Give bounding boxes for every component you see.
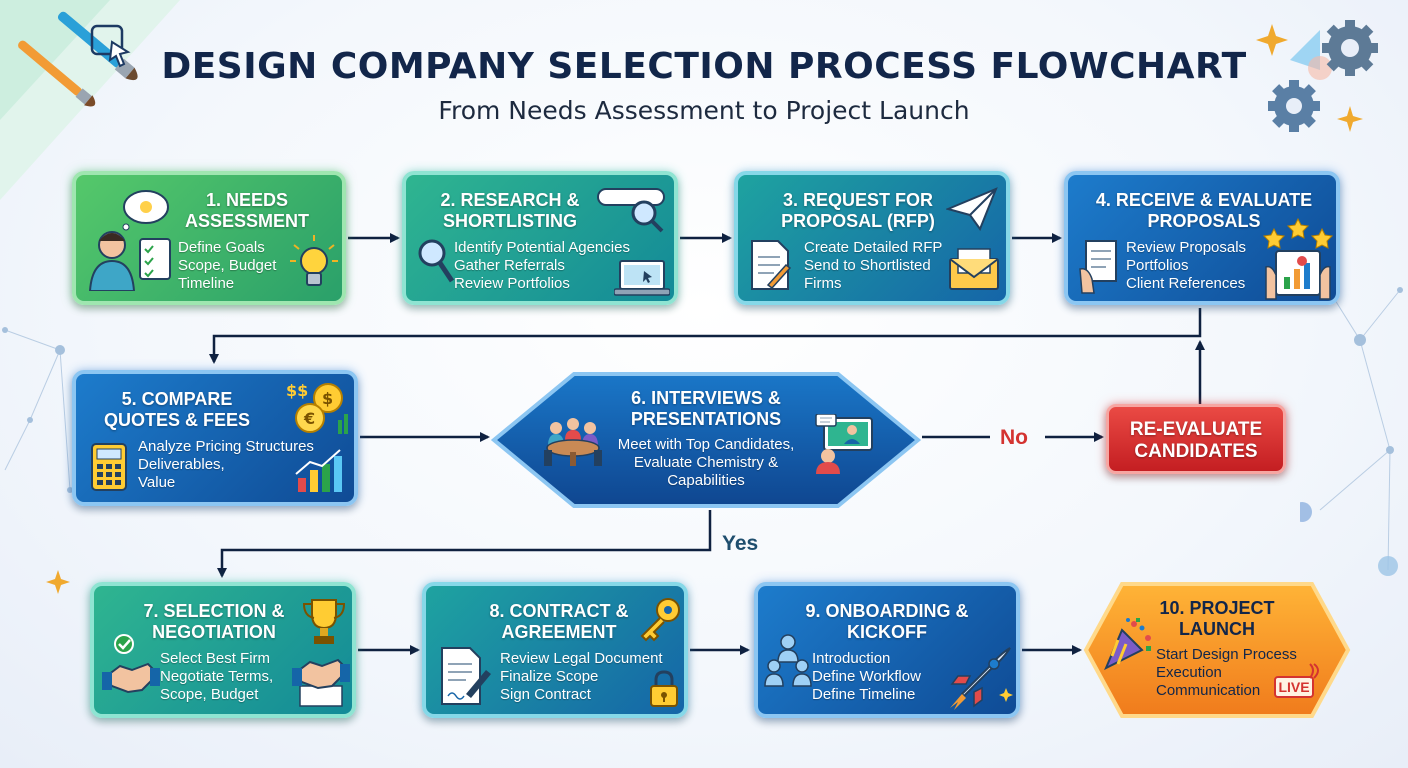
document-icon [751, 240, 792, 290]
step-title: 4. RECEIVE & EVALUATE PROPOSALS [1095, 190, 1313, 231]
broadcast-icon [1309, 663, 1319, 679]
coins-icon: $$ $ € [286, 381, 348, 434]
paintbrush-icon [0, 0, 180, 200]
gears-icon [1256, 20, 1378, 132]
search-bar-icon [597, 188, 665, 233]
svg-text:$: $ [322, 389, 333, 408]
arrow-4-5 [209, 308, 1202, 364]
gear-icon [1322, 20, 1378, 76]
step-title: 6. INTERVIEWS & PRESENTATIONS [630, 388, 782, 429]
step-details: Meet with Top Candidates,Evaluate Chemis… [617, 436, 795, 489]
no-label: No [1000, 426, 1028, 449]
gear-icon [1268, 80, 1320, 132]
step-title: 2. RESEARCH & SHORTLISTING [440, 190, 580, 231]
rating-chart-icon [1262, 217, 1334, 300]
meeting-table-icon [544, 418, 602, 466]
step-research-shortlisting[interactable]: 2. RESEARCH & SHORTLISTING Identify Pote… [402, 171, 678, 305]
handshake-check-icon [102, 634, 160, 694]
signed-contract-icon [441, 647, 491, 705]
key-icon [640, 598, 680, 642]
yes-label: Yes [722, 532, 759, 555]
step-receive-evaluate-proposals[interactable]: 4. RECEIVE & EVALUATE PROPOSALS Review P… [1064, 171, 1340, 305]
lightbulb-icon [290, 235, 338, 286]
step-title: 8. CONTRACT & AGREEMENT [489, 601, 629, 642]
handshake-icon [292, 658, 350, 707]
network-decoration [1300, 259, 1403, 576]
laptop-icon [614, 260, 670, 296]
step-title: 7. SELECTION & NEGOTIATION [143, 601, 285, 642]
calculator-icon [91, 443, 127, 491]
page-subtitle: From Needs Assessment to Project Launch [438, 96, 970, 125]
bar-chart-icon [295, 449, 342, 492]
step-title: 1. NEEDS ASSESSMENT [184, 190, 310, 231]
video-call-icon [815, 414, 873, 474]
step-title: 5. COMPARE QUOTES & FEES [103, 389, 251, 430]
step-contract-agreement[interactable]: 8. CONTRACT & AGREEMENT Review Legal Doc… [422, 582, 688, 718]
step-request-for-proposal[interactable]: 3. REQUEST FOR PROPOSAL (RFP) Create Det… [734, 171, 1010, 305]
thinking-person-icon [88, 190, 171, 291]
trophy-icon [302, 599, 346, 644]
envelope-icon [949, 248, 999, 290]
magnifier-icon [418, 239, 455, 283]
rocket-icon [950, 647, 1013, 710]
decision-hexagon[interactable] [490, 370, 922, 510]
team-icon [764, 634, 812, 687]
live-badge: LIVE [1274, 676, 1314, 698]
step-compare-quotes-fees[interactable]: 5. COMPARE QUOTES & FEES Analyze Pricing… [72, 370, 358, 506]
reevaluate-candidates-box[interactable]: RE-EVALUATE CANDIDATES [1106, 404, 1286, 474]
page-title: DESIGN COMPANY SELECTION PROCESS FLOWCHA… [161, 46, 1247, 87]
proposal-document-icon [1079, 240, 1117, 294]
party-popper-icon [1104, 618, 1151, 671]
reevaluate-title: RE-EVALUATE CANDIDATES [1129, 419, 1263, 462]
padlock-icon [650, 670, 678, 707]
step-title: 3. REQUEST FOR PROPOSAL (RFP) [781, 190, 935, 231]
paper-plane-icon [946, 187, 998, 231]
step-title: 9. ONBOARDING & KICKOFF [805, 601, 969, 642]
svg-text:$$: $$ [286, 381, 308, 400]
step-selection-negotiation[interactable]: 7. SELECTION & NEGOTIATION Select Best F… [90, 582, 356, 718]
step-interviews-presentations: 6. INTERVIEWS & PRESENTATIONS Meet with … [490, 370, 922, 510]
svg-text:€: € [303, 409, 315, 428]
network-decoration [2, 327, 73, 594]
step-title: 10. PROJECT LAUNCH [1159, 598, 1275, 639]
arrow-6-7 [217, 510, 712, 578]
